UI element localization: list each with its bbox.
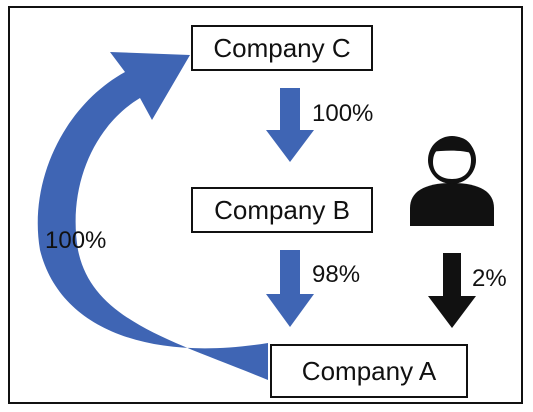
company-c-box: Company C — [191, 25, 373, 71]
arrow-b-to-a — [266, 250, 314, 327]
company-b-label: Company B — [214, 194, 350, 225]
percent-person-to-a: 2% — [472, 265, 507, 292]
company-a-label: Company A — [301, 355, 437, 386]
percent-c-to-b: 100% — [312, 100, 374, 127]
arrow-c-to-b — [266, 88, 314, 162]
curved-arrow-a-to-c — [37, 52, 268, 380]
percent-a-to-c: 100% — [45, 227, 107, 254]
company-b-box: Company B — [191, 187, 373, 233]
person-icon — [410, 136, 494, 226]
company-a-box: Company A — [270, 344, 468, 398]
percent-b-to-a: 98% — [312, 261, 361, 288]
arrow-person-to-a — [428, 253, 476, 328]
company-c-label: Company C — [213, 32, 351, 63]
